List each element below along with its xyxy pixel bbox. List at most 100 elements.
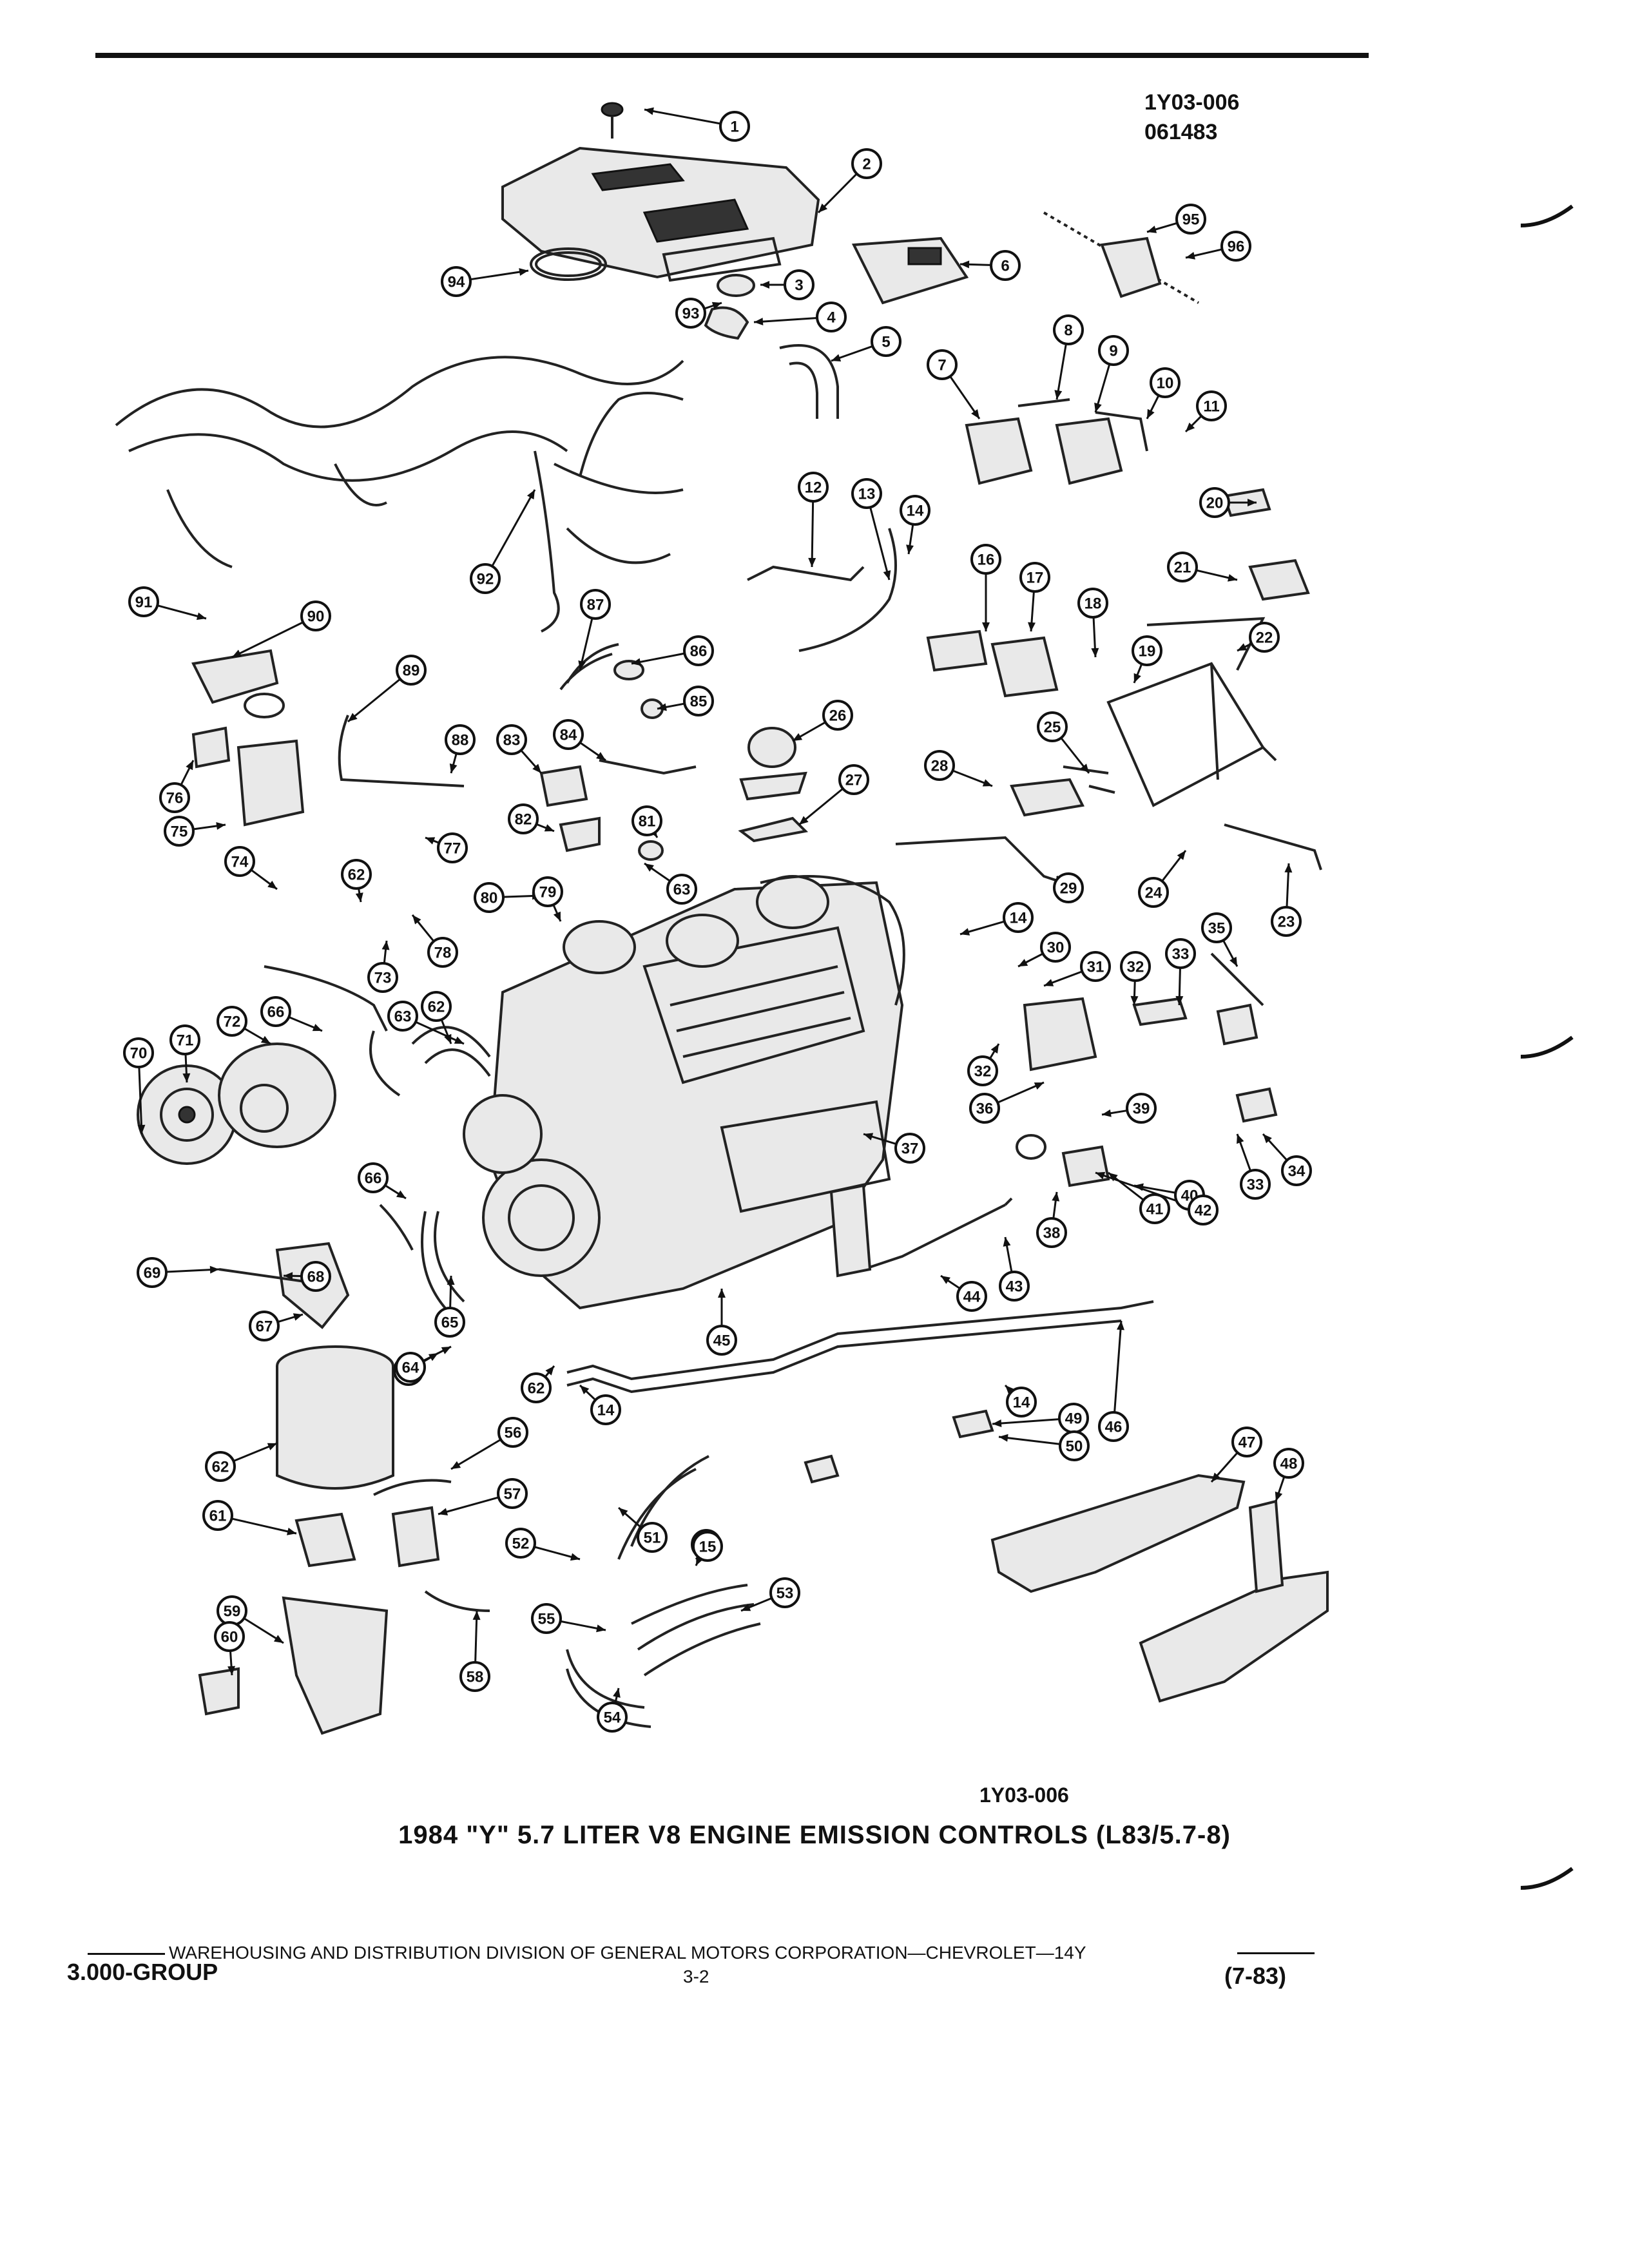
callout-number: 22 <box>1256 629 1273 647</box>
callout-number: 9 <box>1109 343 1117 360</box>
leader-arrowhead <box>570 1553 580 1561</box>
callout-41: 41 <box>1139 1193 1170 1224</box>
leader-arrowhead <box>232 649 242 657</box>
callout-11: 11 <box>1196 390 1227 421</box>
callout-61: 61 <box>202 1500 233 1531</box>
leader-arrowhead <box>1102 1109 1112 1117</box>
leader-arrowhead <box>1133 673 1141 683</box>
callout-number: 89 <box>403 662 420 680</box>
leader-arrowhead <box>1052 1192 1060 1202</box>
callout-number: 33 <box>1247 1177 1264 1194</box>
callout-number: 64 <box>402 1360 419 1377</box>
leader-arrowhead <box>532 764 541 773</box>
callout-number: 8 <box>1064 322 1072 340</box>
callout-number: 32 <box>1127 959 1144 976</box>
callout-93: 93 <box>675 298 706 329</box>
callout-number: 31 <box>1087 959 1104 976</box>
leader-arrowhead <box>1091 648 1099 657</box>
callout-31: 31 <box>1080 951 1111 982</box>
callout-number: 3 <box>795 277 803 294</box>
callout-number: 53 <box>776 1585 794 1602</box>
callout-79: 79 <box>532 876 563 907</box>
binder-mark <box>1520 1035 1574 1059</box>
callout-72: 72 <box>217 1006 247 1037</box>
callout-number: 96 <box>1228 238 1245 256</box>
leader-arrowhead <box>1248 499 1257 506</box>
callout-92: 92 <box>470 563 501 594</box>
leader-arrowhead <box>657 703 667 711</box>
leader-arrowhead <box>1108 1173 1118 1182</box>
callout-number: 26 <box>829 707 847 725</box>
leader-arrowhead <box>711 302 722 310</box>
leader-arrowhead <box>1095 1171 1106 1180</box>
callout-number: 11 <box>1203 398 1219 416</box>
callout-14: 14 <box>1003 902 1034 933</box>
callout-3: 3 <box>784 269 815 300</box>
leader-arrowhead <box>526 490 535 500</box>
callout-number: 35 <box>1208 920 1226 937</box>
callout-number: 18 <box>1084 595 1102 613</box>
leader-arrowhead <box>1263 1134 1272 1144</box>
callout-number: 30 <box>1047 939 1065 957</box>
callout-35: 35 <box>1201 912 1232 943</box>
callout-number: 82 <box>515 811 532 829</box>
leader-arrowhead <box>553 911 561 921</box>
callout-number: 16 <box>978 552 995 569</box>
callout-number: 14 <box>597 1402 615 1419</box>
callout-86: 86 <box>683 635 714 666</box>
callout-number: 23 <box>1278 914 1295 931</box>
callout-number: 41 <box>1146 1201 1164 1218</box>
leader-arrowhead <box>182 1073 191 1082</box>
callout-number: 7 <box>938 357 946 374</box>
callout-number: 88 <box>452 732 469 749</box>
callout-15: 15 <box>692 1531 723 1562</box>
callout-95: 95 <box>1175 204 1206 235</box>
callout-22: 22 <box>1249 622 1280 653</box>
leader-arrowhead <box>631 658 641 666</box>
leader-arrowhead <box>454 1036 464 1044</box>
callout-number: 46 <box>1105 1419 1123 1436</box>
callout-50: 50 <box>1059 1430 1090 1461</box>
leader-line <box>347 678 401 723</box>
callout-12: 12 <box>798 472 829 503</box>
callout-65: 65 <box>434 1307 465 1338</box>
leader-line <box>231 1517 297 1535</box>
callout-74: 74 <box>224 846 255 877</box>
callout-number: 45 <box>713 1332 731 1350</box>
leader-arrowhead <box>348 713 358 722</box>
callout-56: 56 <box>497 1417 528 1448</box>
callout-number: 74 <box>231 854 249 871</box>
leader-line <box>992 1418 1060 1425</box>
callout-13: 13 <box>851 478 882 509</box>
callout-62: 62 <box>205 1451 236 1482</box>
callout-91: 91 <box>128 586 159 617</box>
callout-number: 65 <box>441 1314 459 1332</box>
callout-number: 62 <box>348 867 365 884</box>
callout-number: 61 <box>209 1508 227 1525</box>
callout-number: 78 <box>434 945 452 962</box>
callout-number: 52 <box>512 1535 530 1553</box>
callout-80: 80 <box>474 882 505 913</box>
callout-number: 60 <box>221 1629 238 1646</box>
leader-arrowhead <box>441 1347 451 1354</box>
callout-number: 12 <box>805 479 822 497</box>
callout-number: 48 <box>1280 1456 1298 1473</box>
callout-number: 55 <box>538 1611 555 1628</box>
leader-arrowhead <box>186 760 193 771</box>
leader-arrowhead <box>1227 573 1237 582</box>
callout-42: 42 <box>1188 1195 1219 1225</box>
callout-number: 50 <box>1066 1438 1083 1456</box>
leader-arrowhead <box>1147 226 1157 233</box>
callout-number: 73 <box>374 970 392 987</box>
leader-arrowhead <box>613 1688 621 1698</box>
callout-number: 1 <box>730 119 738 136</box>
leader-line <box>491 489 536 567</box>
callout-60: 60 <box>214 1621 245 1652</box>
leader-arrowhead <box>941 1276 950 1284</box>
footer-group: 3.000-GROUP <box>67 1959 218 1985</box>
callout-33: 33 <box>1240 1169 1271 1200</box>
leader-arrowhead <box>312 1024 322 1032</box>
callout-71: 71 <box>169 1024 200 1055</box>
callout-88: 88 <box>445 724 476 755</box>
